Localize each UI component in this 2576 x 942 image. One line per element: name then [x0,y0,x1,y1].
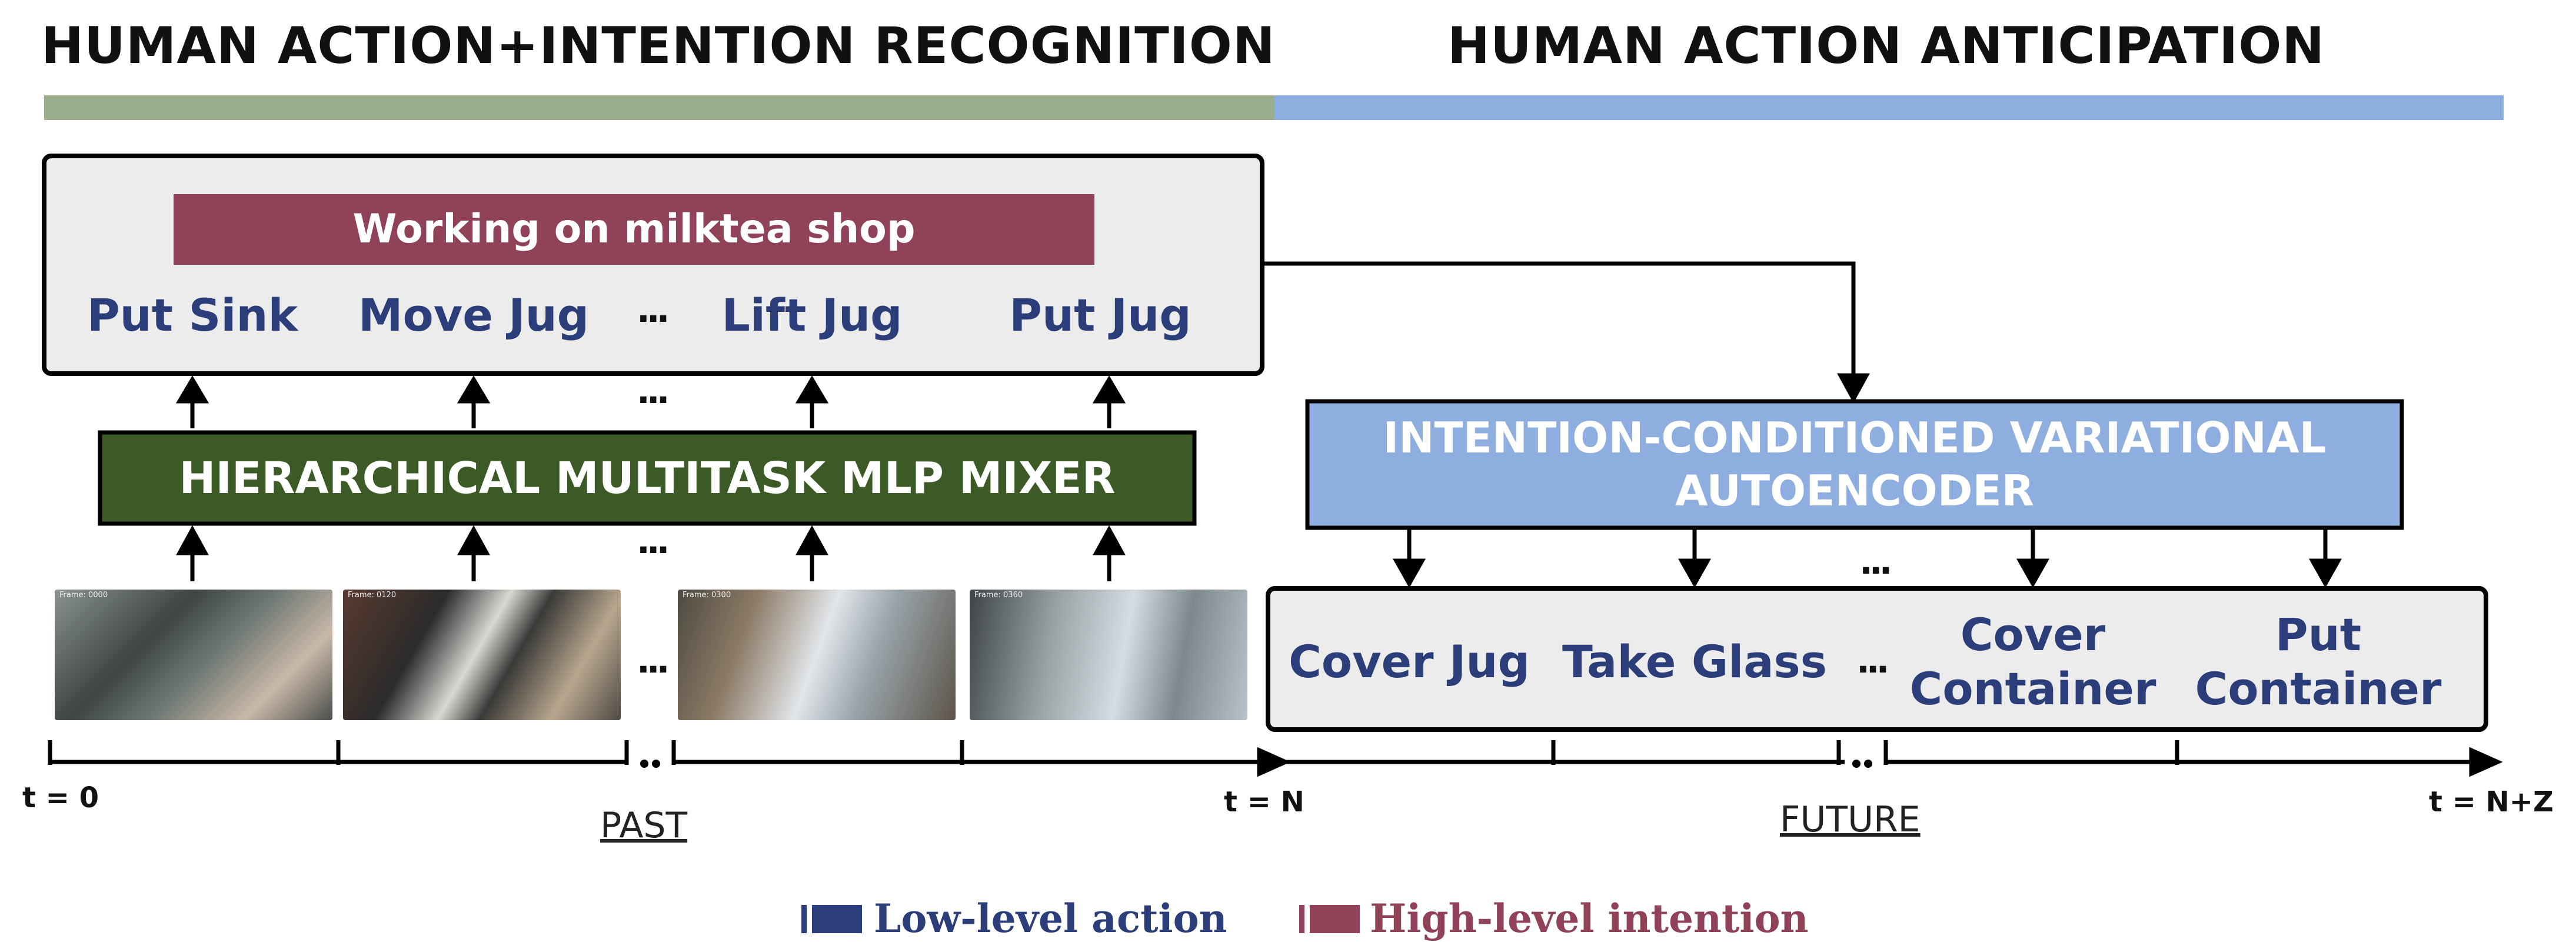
legend-low-label: Low-level action [874,896,1227,941]
future-action-2: Take Glass [1556,606,1833,718]
video-frame-2: Frame: 0120 [343,590,621,720]
video-frame-3: Frame: 0300 [678,590,956,720]
frames-ellipsis: ... [637,640,670,681]
cvae-box [1305,399,2404,530]
mlp-mixer-label: HIERARCHICAL MULTITASK MLP MIXER [179,453,1116,504]
future-label: FUTURE [1780,799,1921,840]
intention-banner [174,194,1094,265]
video-frame-2-label: Frame: 0120 [348,591,397,600]
cvae-arrow-ellipsis: ... [1859,541,1892,582]
legend-low-swatch [801,905,862,933]
legend-high-swatch [1299,905,1360,933]
anticipation-section-bar [1274,95,2504,120]
future-action-4-line2: Container [2195,663,2442,715]
past-label: PAST [600,805,688,846]
video-frame-1-label: Frame: 0000 [59,591,108,600]
video-frame-4-label: Frame: 0360 [974,591,1023,600]
action-label-3: Lift Jug [721,289,903,341]
timeline-start-label: t = 0 [22,781,99,814]
timeline-axis [48,740,2503,777]
arrow-ellipsis-top: ... [637,371,670,412]
frames-to-mixer-arrows [176,525,1126,581]
action-ellipsis: ... [637,289,670,331]
arrow-ellipsis-bottom: ... [637,521,670,562]
mixer-to-actions-arrows [175,375,1126,428]
recognition-section-title: HUMAN ACTION+INTENTION RECOGNITION [41,16,1276,75]
cvae-label-line1: INTENTION-CONDITIONED VARIATIONAL [1383,413,2327,462]
anticipation-section-title: HUMAN ACTION ANTICIPATION [1447,16,2325,75]
action-label-2: Move Jug [358,289,590,341]
timeline-break-dots [640,760,1872,768]
future-action-1-line1: Cover Jug [1289,635,1530,688]
video-frame-4: Frame: 0360 [970,590,1247,720]
future-action-3-line2: Container [1909,663,2156,715]
recognition-section-bar [44,95,1274,120]
legend-high-label: High-level intention [1370,896,1809,941]
video-frame-3-label: Frame: 0300 [683,591,731,600]
future-action-1: Cover Jug [1271,606,1547,718]
future-action-4-line1: Put [2275,608,2362,661]
timeline-end-label: t = N+Z [2429,785,2554,818]
action-label-4: Put Jug [1009,289,1192,341]
action-label-1: Put Sink [86,289,298,341]
timeline-mid-label: t = N [1224,785,1304,818]
mlp-mixer-box [98,430,1197,526]
future-actions-panel [1266,586,2488,732]
video-frame-1: Frame: 0000 [55,590,332,720]
intention-to-cvae-connector [1262,261,1870,404]
future-action-2-line1: Take Glass [1562,635,1828,688]
intention-label: Working on milktea shop [352,206,916,252]
future-action-4: Put Container [2180,606,2457,718]
future-action-ellipsis: ... [1856,640,1889,681]
future-action-3-line1: Cover [1960,608,2106,661]
future-action-3: Cover Container [1895,606,2171,718]
cvae-label-line2: AUTOENCODER [1675,466,2035,515]
cvae-to-future-arrows [1393,528,2342,588]
